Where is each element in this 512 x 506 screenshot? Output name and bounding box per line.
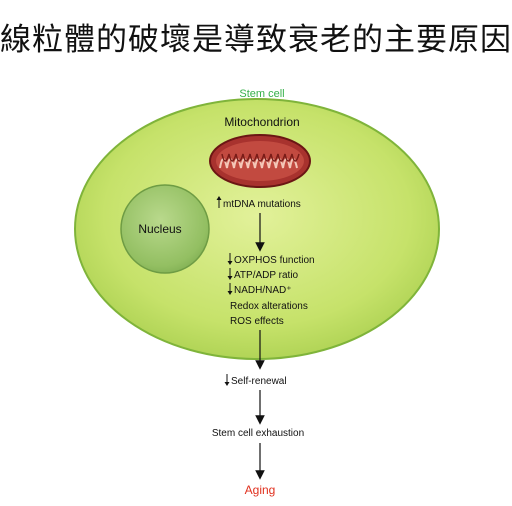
outcome-label: Aging [245,483,276,497]
increase-arrow-icon [216,196,222,208]
decrease-arrow-icon [227,283,233,295]
effect-item: NADH/NAD⁺ [227,283,292,296]
effect-label: NADH/NAD⁺ [234,285,292,296]
mitochondrion-icon [209,134,311,188]
self-renewal-item: Self-renewal [224,374,287,387]
effect-item: Redox alterations [230,301,308,312]
stem-cell-body [74,98,440,360]
mutation-item: mtDNA mutations [216,196,301,210]
effects-list: OXPHOS function ATP/ADP ratio NADH/NAD⁺ … [227,253,315,327]
effect-label: OXPHOS function [234,255,315,266]
decrease-arrow-icon [227,253,233,265]
self-renewal-label: Self-renewal [231,376,287,387]
effect-item: ATP/ADP ratio [227,268,299,281]
effect-label: Redox alterations [230,301,308,312]
effect-label: ROS effects [230,316,284,327]
effect-item: OXPHOS function [227,253,315,266]
nucleus-shape [120,184,210,274]
decrease-arrow-icon [227,268,233,280]
mitochondrion-label: Mitochondrion [224,115,299,129]
page-title: 線粒體的破壞是導致衰老的主要原因 [0,22,512,58]
nucleus-label: Nucleus [138,222,181,236]
exhaustion-label: Stem cell exhaustion [212,428,304,439]
decrease-arrow-icon [224,374,230,386]
cell-label: Stem cell [239,88,284,100]
effect-item: ROS effects [230,316,284,327]
effect-label: ATP/ADP ratio [234,270,299,281]
mutation-label: mtDNA mutations [223,199,301,210]
